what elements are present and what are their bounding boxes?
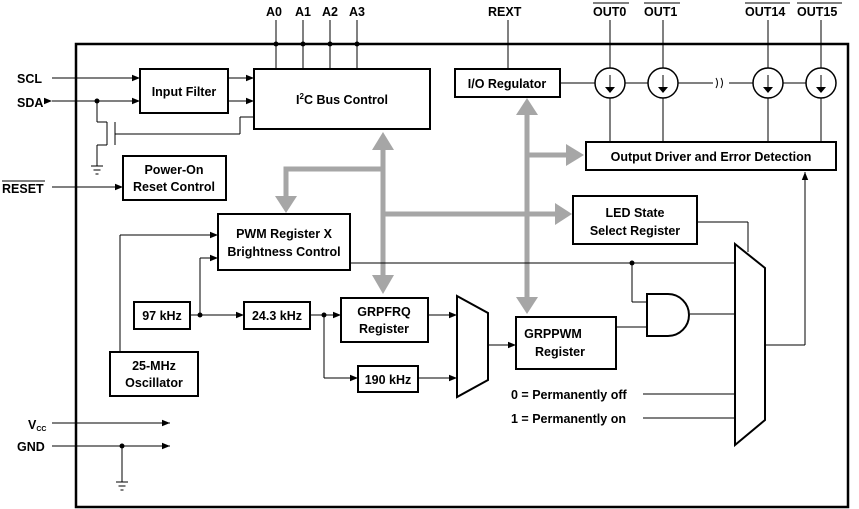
reset-pin-label: RESET	[2, 182, 44, 196]
scl-pin-label: SCL	[17, 72, 42, 86]
pwm-register-block: PWM Register X Brightness Control	[217, 213, 351, 271]
out15-pin-label: OUT15	[797, 5, 837, 19]
grpfrq-label: GRPFRQ	[357, 305, 411, 319]
chip-outline	[74, 42, 850, 509]
grpfrq-register-block: GRPFRQ Register	[340, 297, 429, 343]
grpfrq-register-label: Register	[359, 322, 409, 336]
i2c-bus-control-label: I2C Bus Control	[296, 92, 388, 107]
khz97-label: 97 kHz	[142, 309, 182, 323]
permanently-off-label: 0 = Permanently off	[511, 388, 627, 402]
io-regulator-block: I/O Regulator	[454, 68, 561, 98]
output-driver-label: Output Driver and Error Detection	[611, 150, 812, 164]
grppwm-register-label: Register	[535, 345, 585, 359]
a1-pin-label: A1	[295, 5, 311, 19]
sda-pin-label: SDA	[17, 96, 43, 110]
and-gate	[646, 293, 690, 337]
khz243-label: 24.3 kHz	[252, 309, 302, 323]
input-filter-block: Input Filter	[139, 68, 229, 114]
grppwm-label: GRPPWM	[524, 327, 582, 341]
frequency-mux	[456, 294, 489, 399]
a0-pin-label: A0	[266, 5, 282, 19]
pwm-register-label: PWM Register X	[236, 227, 333, 241]
current-source-icon	[647, 67, 679, 99]
io-regulator-label: I/O Regulator	[468, 77, 547, 91]
out14-pin-label: OUT14	[745, 5, 785, 19]
khz190-label: 190 kHz	[365, 373, 412, 387]
led-state-label: LED State	[605, 206, 664, 220]
current-source-icon	[752, 67, 784, 99]
current-source-icon	[805, 67, 837, 99]
input-filter-label: Input Filter	[152, 85, 217, 99]
khz97-block: 97 kHz	[133, 301, 191, 330]
rext-pin-label: REXT	[488, 5, 522, 19]
i2c-bus-control-block: I2C Bus Control	[253, 68, 431, 130]
break-symbol	[713, 76, 729, 90]
current-source-icon	[594, 67, 626, 99]
oscillator-label: Oscillator	[125, 376, 183, 390]
led-state-register-block: LED State Select Register	[572, 195, 698, 245]
output-driver-block: Output Driver and Error Detection	[585, 141, 837, 171]
power-on-label: Power-On	[144, 163, 203, 177]
reset-control-label: Reset Control	[133, 180, 215, 194]
oscillator-block: 25-MHz Oscillator	[109, 351, 199, 397]
out1-pin-label: OUT1	[644, 5, 677, 19]
khz243-block: 24.3 kHz	[243, 301, 311, 330]
a2-pin-label: A2	[322, 5, 338, 19]
oscillator-freq-label: 25-MHz	[132, 359, 176, 373]
out0-pin-label: OUT0	[593, 5, 626, 19]
grppwm-register-block: GRPPWM Register	[515, 316, 617, 370]
a3-pin-label: A3	[349, 5, 365, 19]
output-mux	[734, 241, 766, 448]
select-register-label: Select Register	[590, 224, 680, 238]
vcc-pin-label: VCC	[28, 418, 46, 433]
wiring	[44, 20, 822, 491]
internal-bus	[275, 98, 584, 314]
brightness-control-label: Brightness Control	[227, 245, 340, 259]
gnd-pin-label: GND	[17, 440, 45, 454]
khz190-block: 190 kHz	[357, 365, 419, 393]
power-on-reset-block: Power-On Reset Control	[122, 155, 227, 201]
permanently-on-label: 1 = Permanently on	[511, 412, 626, 426]
